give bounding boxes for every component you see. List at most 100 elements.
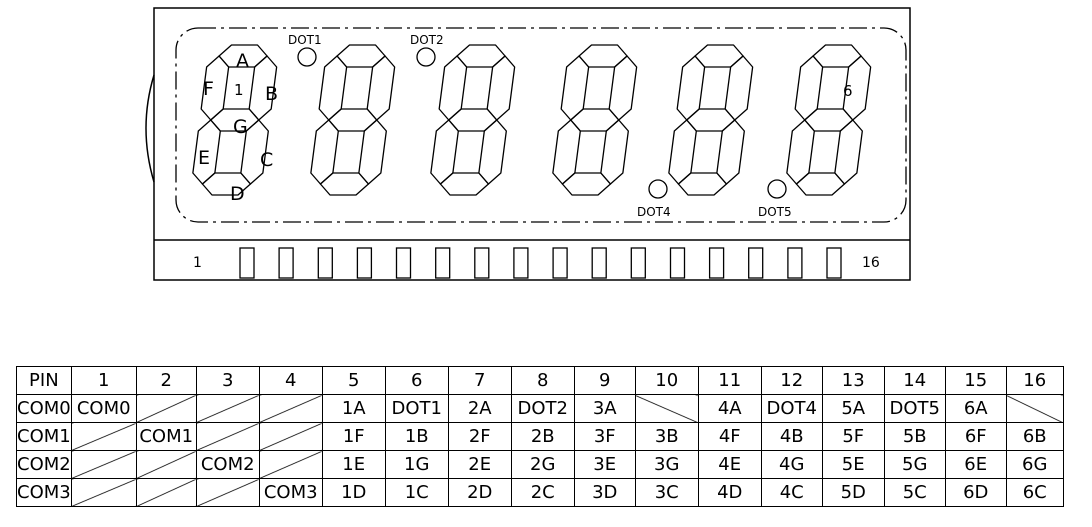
table-cell: 4F xyxy=(697,422,762,451)
table-empty-cell xyxy=(195,478,260,507)
table-cell: 4A xyxy=(697,394,762,423)
table-empty-cell xyxy=(258,450,323,479)
table-cell: DOT1 xyxy=(384,394,449,423)
table-cell: 3C xyxy=(634,478,699,507)
table-cell: 3D xyxy=(573,478,636,507)
table-cell: 5D xyxy=(821,478,885,507)
pin-contact xyxy=(317,247,333,279)
pin-contact xyxy=(513,247,529,279)
table-empty-cell xyxy=(634,394,699,423)
table-cell: 2G xyxy=(510,450,575,479)
table-cell: 2F xyxy=(447,422,512,451)
table-header-cell: 4 xyxy=(258,366,323,395)
pin-contact-group xyxy=(239,247,842,279)
table-header-cell: 5 xyxy=(321,366,386,395)
table-cell: 2E xyxy=(447,450,512,479)
pin-contact xyxy=(395,247,412,279)
table-cell: 5G xyxy=(883,450,946,479)
table-header-cell: 12 xyxy=(760,366,823,395)
segment-a-label: A xyxy=(236,50,249,72)
table-empty-cell xyxy=(70,478,137,507)
table-header-cell: 1 xyxy=(70,366,137,395)
pin-last-label: 16 xyxy=(862,255,880,271)
table-cell: COM3 xyxy=(16,478,72,507)
digit-1-segment-e xyxy=(192,119,221,185)
table-cell: COM3 xyxy=(258,478,323,507)
table-empty-cell xyxy=(70,450,137,479)
digit-6-segment-c xyxy=(834,119,863,185)
table-cell: 1D xyxy=(321,478,386,507)
table-header-cell: 10 xyxy=(634,366,699,395)
table-cell: 5C xyxy=(883,478,946,507)
pin-contact xyxy=(591,247,607,279)
table-cell: COM2 xyxy=(195,450,260,479)
dot1-label: DOT1 xyxy=(288,33,322,47)
digit-1-label: 1 xyxy=(234,81,244,99)
table-header-cell: 14 xyxy=(883,366,946,395)
table-empty-cell xyxy=(135,478,197,507)
segment-g-label: G xyxy=(233,116,248,138)
table-header-cell: 9 xyxy=(573,366,636,395)
digit-3-segment-f xyxy=(438,55,468,121)
table-cell: DOT5 xyxy=(883,394,946,423)
table-cell: 3A xyxy=(573,394,636,423)
digit-3-segment-e xyxy=(430,119,459,185)
table-cell: 3G xyxy=(634,450,699,479)
pin-contact xyxy=(669,247,686,279)
table-cell: 3E xyxy=(573,450,636,479)
digit-4-segment-f xyxy=(560,55,590,121)
table-cell: 6A xyxy=(944,394,1007,423)
table-cell: 4E xyxy=(697,450,762,479)
table-empty-cell xyxy=(135,394,197,423)
table-cell: 6C xyxy=(1005,478,1064,507)
pin-contact xyxy=(748,247,764,279)
digit-5-segment-b xyxy=(724,55,754,121)
digit-5-segment-e xyxy=(668,119,697,185)
pin-contact xyxy=(708,247,725,279)
table-cell: COM1 xyxy=(16,422,72,451)
digit-2-segment-e xyxy=(310,119,339,185)
table-empty-cell xyxy=(1005,394,1064,423)
lcd-side-bulge xyxy=(145,74,155,183)
table-cell: 6B xyxy=(1005,422,1064,451)
table-cell: 1F xyxy=(321,422,386,451)
table-cell: 1E xyxy=(321,450,386,479)
table-header-cell: 8 xyxy=(510,366,575,395)
table-cell: 2D xyxy=(447,478,512,507)
lcd-viewing-area xyxy=(175,27,907,223)
digit-6-segment-f xyxy=(794,55,824,121)
pin-contact xyxy=(630,247,646,279)
table-cell: 3B xyxy=(634,422,699,451)
digit-5-segment-c xyxy=(716,119,745,185)
table-cell: COM0 xyxy=(70,394,137,423)
segment-d-label: D xyxy=(230,183,245,205)
table-empty-cell xyxy=(258,394,323,423)
table-cell: 4D xyxy=(697,478,762,507)
table-header-cell: 16 xyxy=(1005,366,1064,395)
pin-contact xyxy=(239,247,255,279)
table-cell: 2A xyxy=(447,394,512,423)
table-cell: 1G xyxy=(384,450,449,479)
table-cell: 6D xyxy=(944,478,1007,507)
table-header-cell: 7 xyxy=(447,366,512,395)
segment-e-label: E xyxy=(198,147,210,169)
table-cell: 1A xyxy=(321,394,386,423)
table-empty-cell xyxy=(195,422,260,451)
segment-b-label: B xyxy=(265,83,278,105)
digit-3-segment-c xyxy=(478,119,507,185)
digit-group xyxy=(192,44,872,196)
table-header-cell: PIN xyxy=(16,366,72,395)
table-cell: 2C xyxy=(510,478,575,507)
table-cell: 4B xyxy=(760,422,823,451)
table-cell: 1C xyxy=(384,478,449,507)
table-header-cell: 2 xyxy=(135,366,197,395)
table-header-cell: 6 xyxy=(384,366,449,395)
table-cell: COM1 xyxy=(135,422,197,451)
digit-5-segment-f xyxy=(676,55,706,121)
table-cell: 4G xyxy=(760,450,823,479)
table-cell: 1B xyxy=(384,422,449,451)
